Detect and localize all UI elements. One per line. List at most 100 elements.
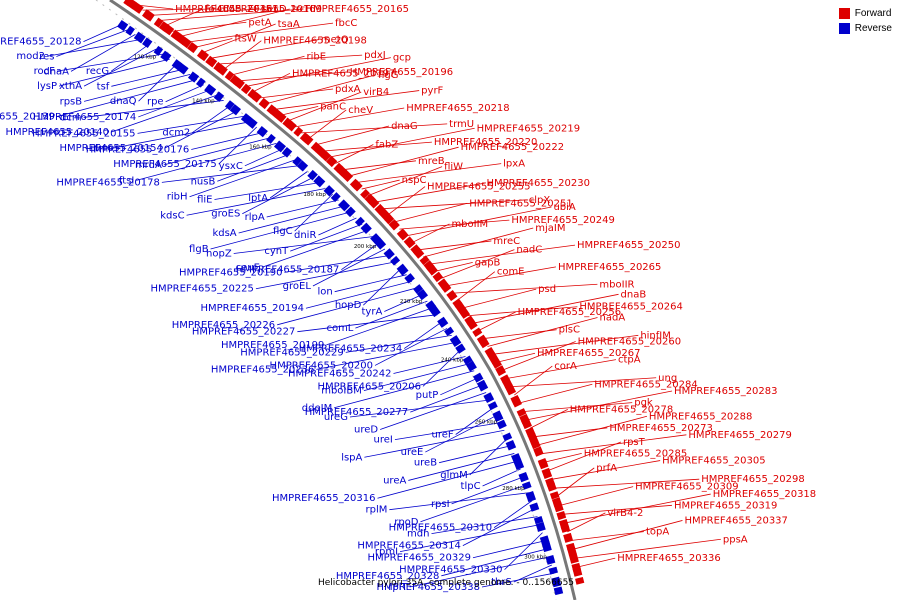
- forward-gene-label[interactable]: HMPREF4655_20309: [635, 482, 738, 493]
- reverse-gene-label[interactable]: mboIBM: [321, 386, 362, 397]
- reverse-gene-label[interactable]: mrdA: [135, 160, 162, 171]
- reverse-gene-label[interactable]: cynT: [264, 246, 289, 257]
- forward-gene-label[interactable]: clpX: [529, 195, 551, 206]
- forward-gene-label[interactable]: mboIIR: [599, 279, 634, 290]
- reverse-gene-label[interactable]: hopZ: [206, 248, 232, 259]
- reverse-gene-label[interactable]: recG: [86, 66, 109, 77]
- forward-gene-label[interactable]: ung: [658, 373, 677, 384]
- reverse-gene-label[interactable]: tlpC: [461, 481, 481, 492]
- reverse-gene-label[interactable]: HMPREF4655_20154: [59, 143, 162, 154]
- forward-gene-label[interactable]: ppsA: [723, 534, 748, 545]
- reverse-gene-label[interactable]: kdsA: [212, 228, 236, 239]
- reverse-gene-label[interactable]: ureF: [432, 430, 454, 441]
- forward-gene-label[interactable]: plsC: [559, 325, 580, 336]
- forward-gene-label[interactable]: petA: [248, 17, 271, 28]
- forward-gene-label[interactable]: HMPREF4655_20285: [584, 448, 687, 459]
- reverse-gene-label[interactable]: kdsC: [160, 210, 184, 221]
- forward-gene-label[interactable]: HMPREF4655_20219: [477, 123, 580, 134]
- reverse-gene-label[interactable]: HMPREF4655_20310: [389, 523, 492, 534]
- reverse-gene-label[interactable]: hopD: [335, 300, 362, 311]
- forward-gene-label[interactable]: corA: [554, 361, 577, 372]
- reverse-gene-label[interactable]: lspA: [341, 452, 362, 463]
- forward-gene-label[interactable]: HMPREF4655_20336: [617, 553, 720, 564]
- reverse-gene-label[interactable]: lptA: [248, 193, 268, 204]
- reverse-gene-label[interactable]: ceuE: [236, 262, 260, 273]
- reverse-gene-label[interactable]: HMPREF4655_20194: [200, 303, 303, 314]
- reverse-gene-label[interactable]: HMPREF4655_20225: [150, 284, 253, 295]
- forward-gene-label[interactable]: HMPREF4655_20319: [674, 500, 777, 511]
- forward-gene-label[interactable]: fbcC: [335, 18, 357, 29]
- forward-gene-label[interactable]: HMPREF4655_20169: [219, 4, 322, 15]
- reverse-gene-label[interactable]: ysxC: [219, 161, 243, 172]
- reverse-gene-label[interactable]: lysP: [37, 81, 57, 92]
- forward-gene-label[interactable]: ftsW: [234, 34, 256, 45]
- forward-gene-label[interactable]: nspC: [402, 175, 427, 186]
- reverse-gene-label[interactable]: HMPREF4655_20328: [336, 571, 439, 582]
- reverse-gene-label[interactable]: dniR: [294, 230, 316, 241]
- reverse-gene-label[interactable]: ureD: [354, 425, 378, 436]
- reverse-gene-label[interactable]: HMPREF4655_20277: [305, 407, 408, 418]
- forward-gene-label[interactable]: HMPREF4655_20250: [577, 240, 680, 251]
- reverse-gene-label[interactable]: dnaA: [43, 66, 69, 77]
- reverse-gene-label[interactable]: HMPREF4655_20139: [0, 112, 55, 123]
- forward-gene-label[interactable]: HMPREF4655_20298: [701, 474, 804, 485]
- forward-gene-label[interactable]: HMPREF4655_20251: [469, 198, 572, 209]
- reverse-gene-label[interactable]: HMPREF4655_20329: [368, 553, 471, 564]
- reverse-gene-label[interactable]: rpe: [147, 97, 164, 108]
- reverse-gene-label[interactable]: ddeIM: [302, 403, 332, 414]
- reverse-gene-label[interactable]: flgC: [273, 226, 293, 237]
- reverse-gene-label[interactable]: rpsI: [431, 499, 450, 510]
- forward-gene-label[interactable]: secD: [262, 4, 287, 15]
- forward-gene-label[interactable]: rpsT: [623, 437, 646, 448]
- reverse-gene-label[interactable]: HMPREF4655_20155: [32, 128, 135, 139]
- forward-gene-label[interactable]: HMPREF4655_20265: [558, 262, 661, 273]
- reverse-gene-label[interactable]: rpmI: [375, 547, 398, 558]
- reverse-gene-label[interactable]: glmM: [440, 470, 468, 481]
- reverse-gene-label[interactable]: tsf: [97, 81, 110, 92]
- reverse-gene-label[interactable]: HMPREF4655_20174: [33, 112, 136, 123]
- reverse-gene-label[interactable]: comL: [326, 323, 353, 334]
- reverse-gene-label[interactable]: HMPREF4655_20190: [179, 267, 282, 278]
- forward-gene-label[interactable]: HMPREF4655_20222: [461, 142, 564, 153]
- reverse-gene-label[interactable]: HMPREF4655_20178: [56, 177, 159, 188]
- forward-gene-label[interactable]: dnaB: [621, 289, 647, 300]
- reverse-gene-label[interactable]: dnaQ: [110, 96, 137, 107]
- forward-gene-label[interactable]: HMPREF4655_20197: [292, 68, 395, 79]
- forward-gene-label[interactable]: ribE: [307, 51, 327, 62]
- reverse-gene-label[interactable]: rpoD: [394, 517, 419, 528]
- reverse-gene-label[interactable]: ureA: [383, 475, 406, 486]
- forward-gene-label[interactable]: virB4-2: [607, 508, 643, 519]
- forward-gene-label[interactable]: HMPREF4655_20284: [594, 379, 697, 390]
- reverse-gene-label[interactable]: HMPREF4655_20236: [211, 364, 314, 375]
- reverse-gene-label[interactable]: rlpA: [245, 212, 265, 223]
- reverse-gene-label[interactable]: groEL: [283, 281, 312, 292]
- forward-gene-label[interactable]: HMPREF4655_20279: [688, 430, 791, 441]
- reverse-gene-label[interactable]: rocF: [34, 66, 56, 77]
- reverse-gene-label[interactable]: HMPREF4655_20187: [236, 265, 339, 276]
- forward-gene-label[interactable]: prfA: [596, 463, 617, 474]
- reverse-gene-label[interactable]: thrS: [491, 577, 512, 588]
- reverse-gene-label[interactable]: lon: [317, 287, 332, 298]
- forward-gene-label[interactable]: panC: [320, 101, 346, 112]
- forward-gene-label[interactable]: fliW: [444, 162, 463, 173]
- forward-gene-label[interactable]: metQ: [321, 35, 349, 46]
- reverse-gene-label[interactable]: HMPREF4655_20227: [192, 327, 295, 338]
- forward-gene-label[interactable]: trcF: [292, 4, 311, 15]
- reverse-gene-label[interactable]: groES: [211, 209, 240, 220]
- reverse-gene-label[interactable]: HMPREF4655_20314: [357, 541, 460, 552]
- reverse-gene-label[interactable]: HMPREF4655_20200: [270, 360, 373, 371]
- reverse-gene-label[interactable]: xthA: [59, 81, 82, 92]
- forward-gene-label[interactable]: HMPREF4655_20337: [684, 515, 787, 526]
- forward-gene-label[interactable]: folC: [205, 4, 224, 15]
- forward-gene-label[interactable]: mjaIM: [535, 223, 565, 234]
- forward-gene-label[interactable]: HMPREF4655_20260: [578, 336, 681, 347]
- forward-gene-label[interactable]: HMPREF4655_20255: [427, 182, 530, 193]
- reverse-gene-label[interactable]: HMPREF4655_20140: [6, 127, 109, 138]
- forward-gene-label[interactable]: gcp: [393, 53, 411, 64]
- forward-gene-label[interactable]: HMPREF4655_20196: [350, 67, 453, 78]
- forward-gene-label[interactable]: HMPREF4655_20273: [609, 423, 712, 434]
- forward-gene-label[interactable]: pgk: [634, 398, 653, 409]
- reverse-gene-label[interactable]: HMPREF4655_20226: [172, 320, 275, 331]
- forward-gene-label[interactable]: mboIIM: [451, 219, 488, 230]
- forward-gene-label[interactable]: topA: [646, 527, 669, 538]
